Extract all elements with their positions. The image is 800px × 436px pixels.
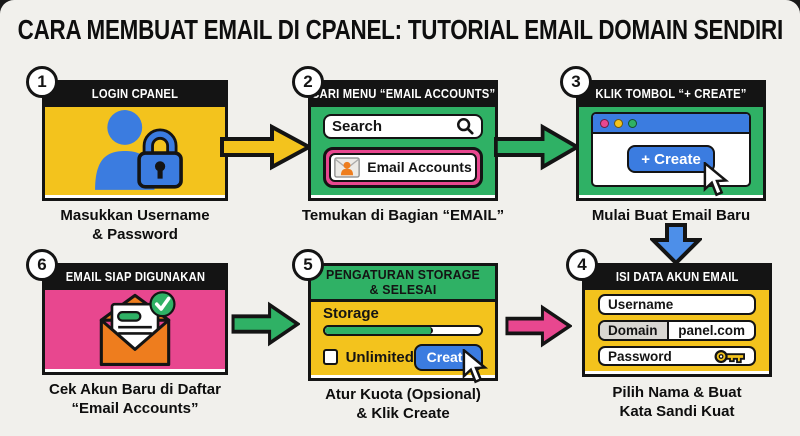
browser-window: + Create — [591, 112, 751, 187]
step-6-body — [45, 287, 225, 369]
envelope-check-icon — [99, 291, 176, 367]
step-5-caption: Atur Kuota (Opsional) & Klik Create — [325, 386, 481, 422]
cursor-icon-2 — [462, 349, 489, 384]
search-input: Search — [323, 114, 483, 139]
step-4-caption: Pilih Nama & Buat Kata Sandi Kuat — [612, 384, 742, 420]
step-1-header: LOGIN CPANEL — [45, 83, 225, 104]
step-1-caption: Masukkan Username & Password — [60, 207, 210, 243]
username-field: Username — [598, 294, 756, 315]
step-3-badge: 3 — [560, 66, 592, 98]
domain-value: panel.com — [678, 322, 745, 338]
window-dot-pink-icon — [600, 118, 609, 128]
password-field: Password — [598, 345, 756, 367]
arrow-step3-to-step4 — [650, 223, 702, 265]
step-3-caption: Mulai Buat Email Baru — [591, 207, 751, 224]
storage-progressbar — [323, 325, 483, 336]
step-4-badge: 4 — [566, 249, 598, 281]
unlimited-checkbox — [323, 349, 338, 365]
step-6-card: EMAIL SIAP DIGUNAKAN — [42, 263, 228, 375]
cursor-icon — [703, 162, 730, 197]
step-4-card: ISI DATA AKUN EMAIL Username Domain pane… — [582, 263, 772, 377]
arrow-step6-step5 — [231, 301, 300, 347]
step-2-caption: Temukan di Bagian “EMAIL” — [301, 207, 505, 224]
step-4-body: Username Domain panel.com Password — [585, 287, 769, 371]
envelope-user-icon — [334, 157, 361, 178]
step-2-badge: 2 — [292, 66, 324, 98]
arrow-step1-to-step2 — [220, 123, 312, 171]
window-dot-green-icon — [628, 118, 637, 128]
window-dot-yellow-icon — [614, 118, 623, 128]
step-4-header: ISI DATA AKUN EMAIL — [585, 266, 769, 287]
storage-fill — [325, 327, 434, 334]
arrow-step2-to-step3 — [494, 123, 580, 171]
step-6-badge: 6 — [26, 249, 58, 281]
step-1-card: LOGIN CPANEL — [42, 80, 228, 201]
step-6-caption: Cek Akun Baru di Daftar “Email Accounts” — [49, 381, 221, 417]
step-5-badge: 5 — [292, 249, 324, 281]
domain-label: Domain — [600, 321, 670, 339]
search-placeholder: Search — [332, 117, 383, 135]
page-title: CARA MEMBUAT EMAIL DI CPANEL: TUTORIAL E… — [17, 14, 783, 45]
create-button: + Create — [627, 145, 715, 173]
step-1-body — [45, 104, 225, 195]
search-icon — [456, 118, 474, 136]
email-accounts-button: Email Accounts — [323, 146, 483, 188]
step-5-header: PENGATURAN STORAGE & SELESAI — [311, 266, 495, 299]
arrow-step5-step4 — [505, 304, 572, 348]
browser-titlebar — [593, 114, 749, 134]
step-2-header: CARI MENU “EMAIL ACCOUNTS” — [311, 83, 495, 104]
step-3-body: + Create — [579, 104, 763, 197]
step-3-header: KLIK TOMBOL “+ CREATE” — [579, 83, 763, 104]
step-1-badge: 1 — [26, 66, 58, 98]
step-2-card: CARI MENU “EMAIL ACCOUNTS” Search — [308, 80, 498, 201]
storage-label: Storage — [323, 305, 379, 322]
domain-field: Domain panel.com — [598, 319, 756, 341]
unlimited-label: Unlimited — [345, 348, 414, 366]
step-2-body: Search Email A — [311, 104, 495, 195]
step-3-card: KLIK TOMBOL “+ CREATE” + Create — [576, 80, 766, 201]
key-icon — [714, 349, 745, 363]
email-accounts-label: Email Accounts — [367, 159, 472, 176]
user-lock-icon — [95, 109, 183, 190]
step-5-card: PENGATURAN STORAGE & SELESAI Storage Unl… — [308, 263, 498, 381]
step-6-header: EMAIL SIAP DIGUNAKAN — [45, 266, 225, 287]
